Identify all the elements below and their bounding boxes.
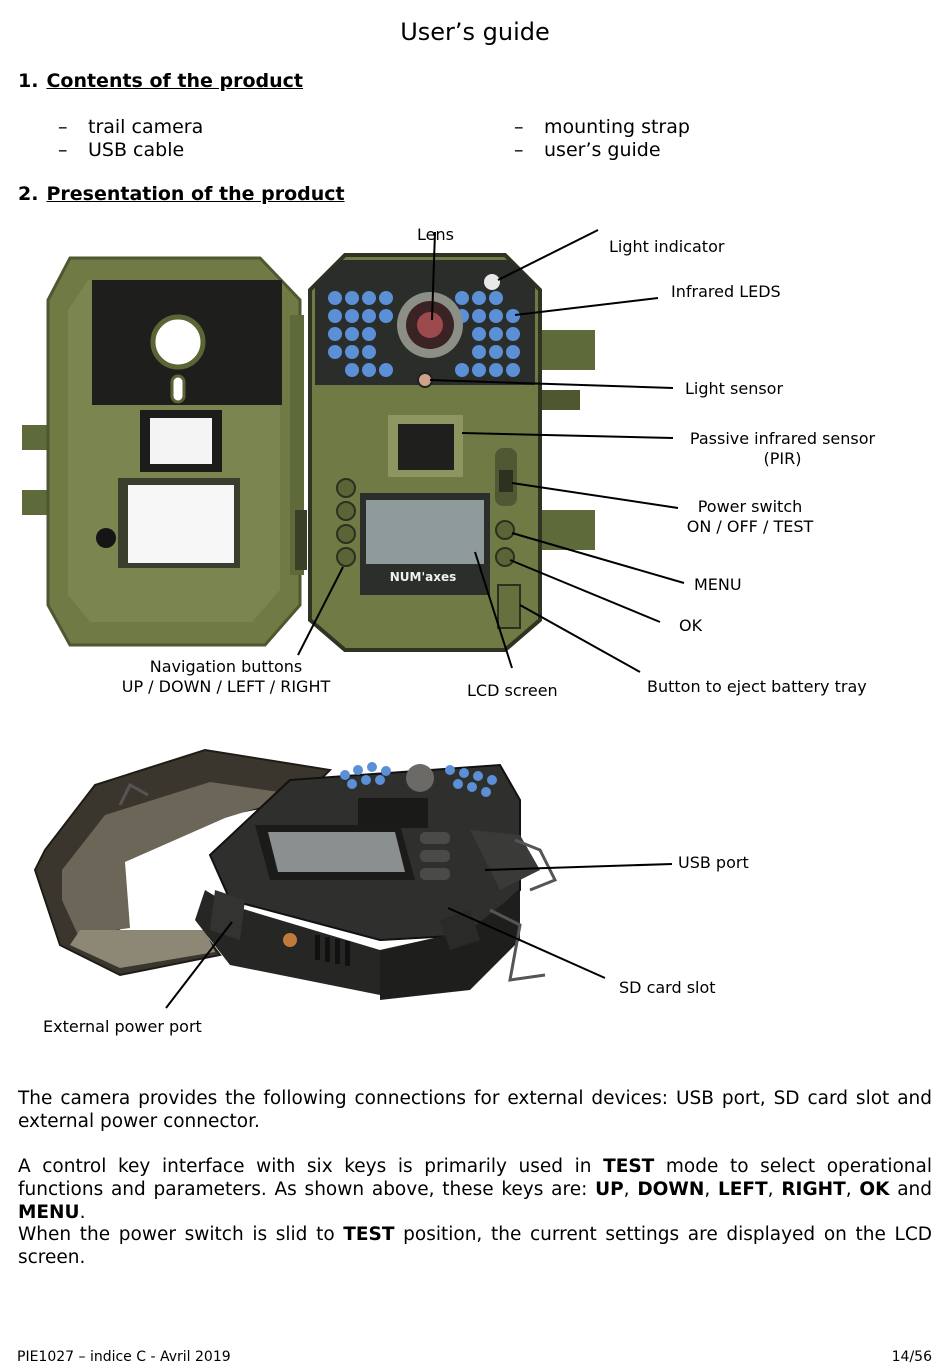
paragraph-connections: The camera provides the following connec… — [18, 1088, 932, 1132]
callout-pir: Passive infrared sensor (PIR) — [689, 429, 876, 468]
camera-door-open — [33, 748, 333, 977]
callout-usb-port: USB port — [678, 853, 749, 872]
camera-bottom-illustration — [33, 748, 673, 1009]
section-2-title: Presentation of the product — [46, 183, 345, 205]
callout-ok: OK — [679, 616, 703, 635]
callout-lens: Lens — [417, 225, 454, 244]
camera-body: NUM'axes — [308, 253, 595, 652]
callout-power-switch: Power switch ON / OFF / TEST — [686, 497, 814, 536]
lcd-screen-bottom — [268, 832, 405, 872]
section-1-heading: 1. Contents of the product — [18, 70, 303, 92]
callout-light-sensor: Light sensor — [685, 379, 784, 398]
page-title: User’s guide — [400, 18, 550, 46]
battery-eject-button — [497, 584, 521, 629]
mounting-brackets — [118, 782, 558, 982]
camera-body-bottom — [195, 762, 540, 1000]
callout-lines — [297, 229, 685, 673]
section-1-number: 1. — [18, 70, 39, 92]
section-2-heading: 2. Presentation of the product — [18, 183, 345, 205]
callout-battery-eject: Button to eject battery tray — [647, 677, 867, 696]
callout-infrared-leds: Infrared LEDS — [671, 282, 781, 301]
paragraph-test-mode: When the power switch is slid to TEST po… — [18, 1224, 932, 1268]
list-item: –USB cable — [58, 139, 185, 161]
section-2-number: 2. — [18, 183, 39, 205]
tripod-mount — [283, 933, 297, 947]
footer-page-number: 14/56 — [891, 1349, 932, 1365]
infrared-led-cluster-left — [328, 291, 393, 377]
list-item: –trail camera — [58, 116, 204, 138]
usb-port — [470, 830, 540, 890]
light-indicator-led — [484, 274, 500, 290]
footer-document-ref: PIE1027 – indice C - Avril 2019 — [17, 1349, 231, 1365]
callout-navigation-buttons: Navigation buttons UP / DOWN / LEFT / RI… — [121, 657, 331, 696]
callout-menu: MENU — [694, 575, 742, 594]
lcd-screen — [366, 500, 484, 564]
list-item: –mounting strap — [514, 116, 690, 138]
ok-button — [495, 547, 515, 567]
navigation-buttons — [336, 478, 356, 567]
list-item: –user’s guide — [514, 139, 661, 161]
callout-external-power-port: External power port — [43, 1017, 202, 1036]
light-sensor-dot — [417, 372, 433, 388]
callout-lines-bottom — [165, 863, 673, 1009]
callout-sd-card-slot: SD card slot — [619, 978, 716, 997]
infrared-led-cluster-right — [455, 291, 520, 377]
paragraph-control-keys: A control key interface with six keys is… — [18, 1156, 933, 1223]
external-power-port — [210, 890, 245, 940]
sd-card-slot — [440, 910, 480, 950]
camera-door — [22, 256, 307, 647]
section-1-title: Contents of the product — [46, 70, 304, 92]
callout-lcd-screen: LCD screen — [467, 681, 558, 700]
callout-light-indicator: Light indicator — [609, 237, 725, 256]
camera-front-illustration: NUM'axes — [22, 229, 685, 673]
device-brand-label: NUM'axes — [390, 570, 457, 584]
menu-button — [495, 520, 515, 540]
